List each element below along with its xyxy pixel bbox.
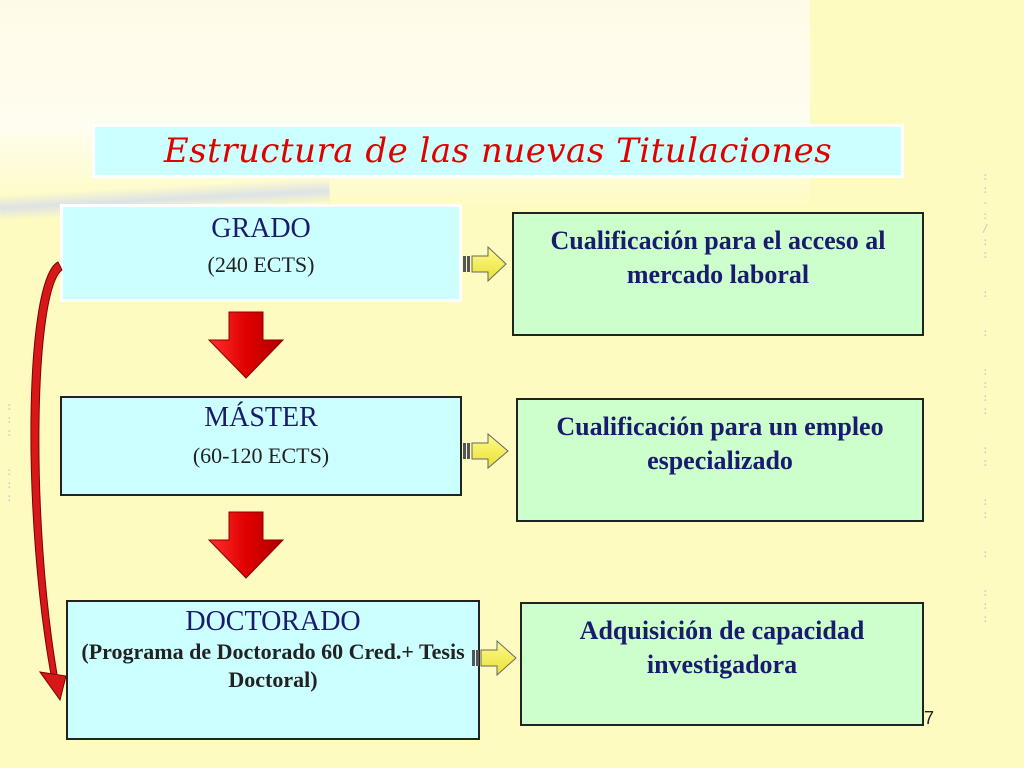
page-number: 7 [924,708,935,728]
level-detail-master: (60-120 ECTS) [192,443,330,468]
level-name-grado: GRADO [211,213,311,244]
level-name-doctorado: DOCTORADO [185,606,361,637]
outcome-box-doctorado: Adquisición de capacidad investigadora [520,602,924,726]
side-arrow-master [463,432,509,470]
level-detail-grado: (240 ECTS) [207,252,315,277]
level-name-master: MÁSTER [204,402,318,433]
outcome-text-grado: Cualificación para el acceso al mercado … [550,226,886,289]
level-detail-doctorado: (Programa de Doctorado 60 Cred.+ Tesis D… [81,639,465,692]
down-arrow-grado-master [207,311,285,379]
side-arrow-grado [463,245,507,283]
outcome-text-doctorado: Adquisición de capacidad investigadora [579,616,865,679]
outcome-box-grado: Cualificación para el acceso al mercado … [512,212,924,336]
slide-title: Estructura de las nuevas Titulaciones [163,131,833,171]
outcome-box-master: Cualificación para un empleo especializa… [516,398,924,522]
down-arrow-master-doctorado [207,511,285,579]
background-highlight [0,0,810,210]
outcome-text-master: Cualificación para un empleo especializa… [556,412,884,475]
decorative-dots-right: : : - : / : : : : : : : : : : : : : : : … [982,170,989,625]
level-box-master: MÁSTER (60-120 ECTS) [60,396,462,496]
decorative-dots-left: : : : : : : [6,400,13,504]
title-box: Estructura de las nuevas Titulaciones [92,124,904,178]
level-box-grado: GRADO (240 ECTS) [60,204,462,302]
level-box-doctorado: DOCTORADO (Programa de Doctorado 60 Cred… [66,600,480,740]
